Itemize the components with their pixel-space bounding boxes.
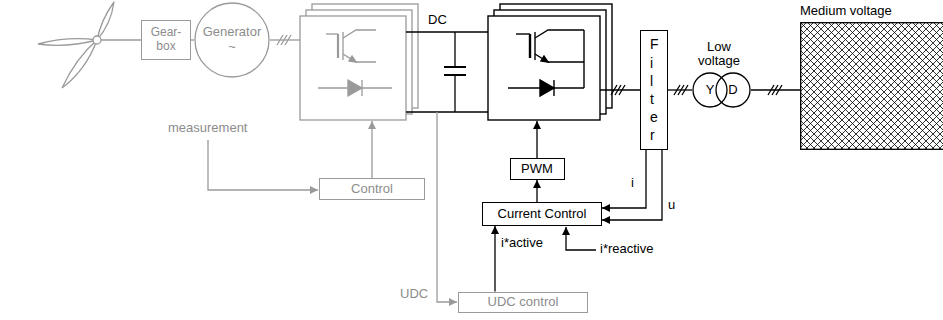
turbine-rotor [101, 39, 146, 40]
dc-link [406, 32, 488, 112]
inverter-stack [535, 30, 584, 62]
control-signal [208, 112, 457, 302]
hatched-region [800, 22, 943, 150]
filter-box: Filter [640, 30, 668, 150]
node-label: D [728, 83, 737, 98]
inverter-stack [540, 80, 554, 96]
control-box: Control [319, 178, 425, 200]
grid-box: Medium voltage [800, 22, 943, 150]
dc-link [406, 31, 488, 32]
signal-wire [494, 226, 495, 292]
node-label: Current Control [498, 207, 587, 222]
node-label: Control [351, 182, 393, 197]
current-control-box: Current Control [482, 202, 602, 226]
turbine-rotor [38, 2, 146, 88]
winding-outline [693, 73, 727, 107]
rectifier-stack [326, 33, 338, 34]
signal-name: u [667, 198, 676, 212]
dc-link [444, 66, 466, 68]
dc-link [406, 111, 488, 112]
node-label: ~ [228, 40, 236, 55]
signal-wire [751, 89, 800, 90]
control-signal [566, 227, 596, 250]
signal-wire [602, 150, 646, 208]
annotation-label: Low voltage [688, 40, 750, 69]
annotation-label: measurement [168, 121, 247, 135]
inverter-stack [541, 56, 548, 62]
rectifier-stack [300, 4, 418, 120]
generator-circle: Generator~ [194, 2, 270, 78]
annotation-label: DC [428, 13, 447, 27]
node-label: Medium voltage [800, 4, 892, 19]
signal-name: i*active [500, 236, 544, 250]
annotation-label: i*reactive [600, 242, 653, 256]
node-label: PWM [521, 162, 553, 177]
generator-output-wire [270, 35, 300, 45]
rectifier-stack [343, 30, 376, 62]
pwm-box: PWM [510, 158, 565, 180]
rectifier-stack [300, 16, 406, 120]
signal-wire [191, 39, 194, 40]
generator-output-wire [277, 35, 291, 45]
annotation-label: UDC [400, 287, 428, 301]
control-signal [208, 140, 318, 190]
rectifier-stack [361, 80, 362, 96]
node-label: Generator [203, 25, 262, 40]
winding-outline [716, 73, 750, 107]
node-label: UDC control [488, 295, 559, 310]
signal-name: i [630, 176, 635, 190]
dc-link [454, 32, 455, 67]
signal-wire [602, 150, 662, 220]
ac-output-wire [611, 85, 625, 95]
turbine-rotor [62, 40, 97, 88]
inverter-stack [553, 80, 554, 96]
rectifier-stack [342, 32, 343, 60]
node-label: Y [706, 83, 715, 98]
signal-wire [536, 180, 537, 202]
rectifier-stack [337, 34, 339, 58]
control-signal [437, 112, 457, 302]
inverter-stack [488, 16, 600, 120]
turbine-rotor [97, 2, 114, 40]
rectifier-stack [348, 80, 362, 96]
hatched-region [801, 23, 943, 150]
transformer-winding: Y [692, 72, 728, 108]
inverter-stack [488, 4, 612, 120]
control-signal [536, 121, 537, 158]
control-signal [537, 121, 596, 250]
winding-outline [195, 3, 269, 77]
control-signal [371, 121, 372, 178]
rectifier-stack [349, 56, 356, 62]
turbine-rotor [93, 36, 101, 44]
gearbox-box: Gear- box [141, 20, 191, 60]
turbine-rotor [38, 39, 97, 46]
ac-output-wire [600, 89, 640, 90]
dc-link [454, 75, 455, 112]
inverter-stack [534, 32, 535, 60]
node-label: Gear- box [142, 26, 190, 54]
transformer-winding: D [715, 72, 751, 108]
signal-wire [668, 89, 692, 90]
inverter-stack [583, 30, 584, 88]
inverter-stack [516, 33, 530, 34]
node-label: Filter [650, 35, 655, 144]
udc-control-box: UDC control [458, 292, 588, 313]
inverter-stack [529, 34, 531, 58]
